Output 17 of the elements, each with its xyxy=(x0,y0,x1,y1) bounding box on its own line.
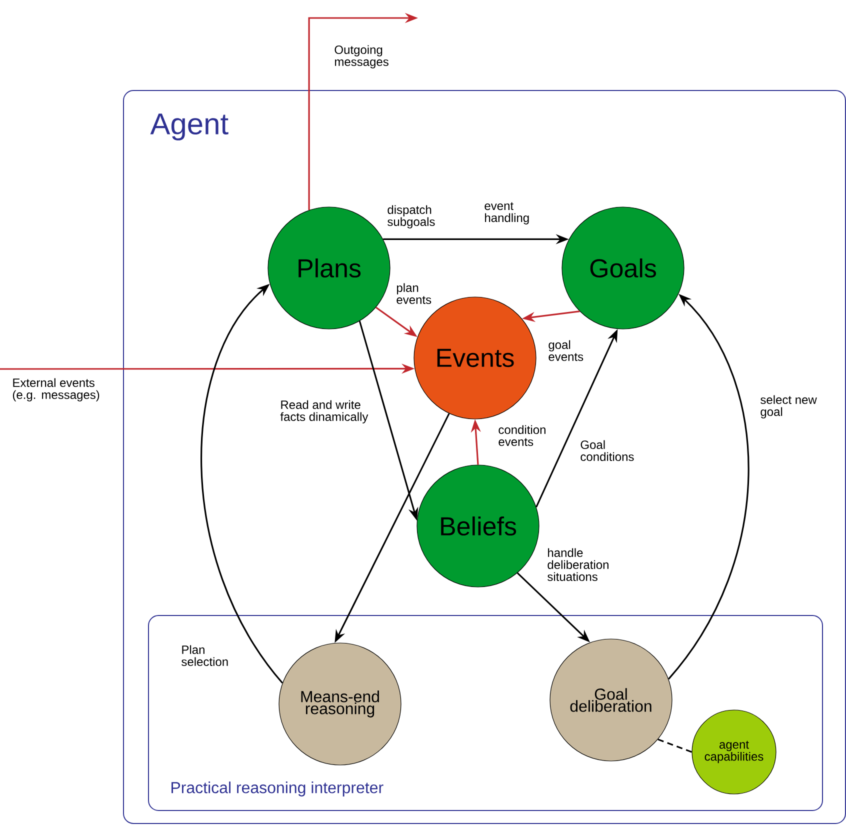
edge-label: Outgoing messages xyxy=(334,45,388,68)
edge-label: Read and write facts dinamically xyxy=(280,400,368,424)
edge-label: handle deliberation situations xyxy=(548,548,608,581)
circle-node: Goal deliberation xyxy=(550,638,672,762)
edge-label: goal events xyxy=(548,340,584,361)
circle-node: agent capabilities xyxy=(692,710,776,794)
edge-label: External events (e.g. messages) xyxy=(12,378,100,402)
circle-node: Beliefs xyxy=(416,464,540,588)
annotation-text: event handling xyxy=(484,202,529,224)
circle-node: Means-end reasoning xyxy=(278,642,402,766)
edge-label: Plan selection xyxy=(182,645,228,666)
edge-label: dispatch subgoals xyxy=(388,205,435,228)
connector-line xyxy=(658,738,692,753)
edge-label: select new goal xyxy=(760,395,817,418)
edge-label: condition events xyxy=(498,425,546,446)
circle-node: Goals xyxy=(562,206,684,330)
edge-label: Goal conditions xyxy=(580,440,634,461)
